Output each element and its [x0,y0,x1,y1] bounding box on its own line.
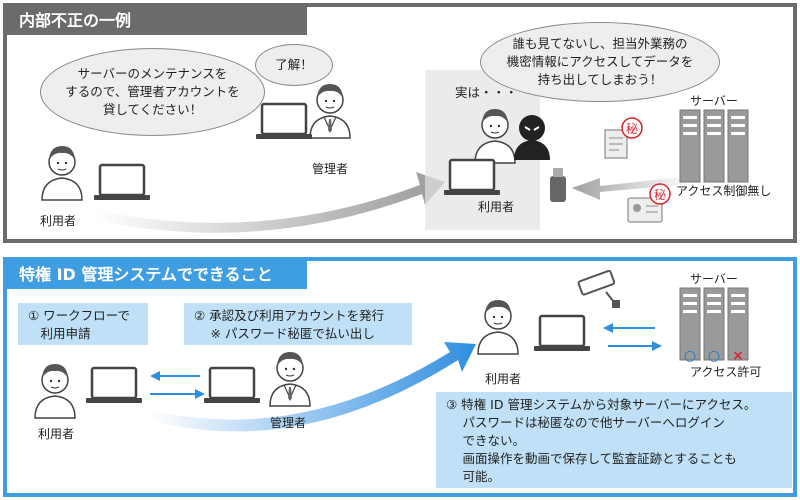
step-line: ③ 特権 ID 管理システムから対象サーバーにアクセス。 [446,397,757,412]
flow-arrow-blue [150,342,476,432]
document-icon [604,129,628,159]
flow-arrow-gray [95,172,445,233]
admin-label: 管理者 [312,162,349,176]
bubble-line: 機密情報にアクセスしてデータを [506,54,694,69]
admin-figure [269,351,311,407]
laptop-icon [92,163,152,202]
step-line: ① ワークフローで [28,308,130,323]
insider-threat-title: 内部不正の一例 [7,7,307,35]
deny-mark: × [732,348,744,364]
laptop-icon [442,158,502,197]
server-label: サーバー [690,94,738,108]
no-access-control-label: アクセス制御無し [676,184,772,198]
insider-thought-bubble: 誰も見てないし、担当外業務の 機密情報にアクセスしてデータを 持ち出してしまおう… [480,22,720,102]
allow-mark: ○ [708,348,720,364]
bubble-line: 貸してください！ [102,102,203,117]
admin-figure [309,83,351,139]
bubble-line: 誰も見てないし、担当外業務の [512,36,688,51]
step-line: ② 承認及び利用アカウントを発行 [194,308,385,323]
user-figure [41,145,83,201]
privileged-id-title: 特権 ID 管理システムでできること [7,261,307,289]
step-line: パスワードは秘匿なので他サーバーへログイン [446,415,725,430]
server-label: サーバー [690,272,738,286]
step-3-box: ③ 特権 ID 管理システムから対象サーバーにアクセス。 パスワードは秘匿なので… [436,392,792,488]
user-label: 利用者 [38,427,75,441]
secret-stamp [649,183,671,205]
server-icon [679,109,749,183]
insider-label: 利用者 [478,200,515,214]
camera-icon [577,269,620,308]
hacker-icon [514,115,550,160]
laptop-icon [202,366,262,405]
user-figure [34,363,76,419]
id-card-icon [627,197,663,223]
access-allowed-label: アクセス許可 [690,365,762,379]
secret-stamp-text: 秘 [626,122,638,136]
admin-label: 管理者 [270,416,307,430]
data-exfil-arrow [572,176,690,200]
secret-stamp-text: 秘 [654,188,666,202]
user-speech-bubble: サーバーのメンテナンスを するので、管理者アカウントを 貸してください！ [40,48,265,136]
laptop-icon [84,366,144,405]
bubble-line: するので、管理者アカウントを [65,84,240,99]
insider-aside: 実は・・・ [455,85,518,100]
usb-icon [550,168,566,202]
allow-mark: ○ [684,348,696,364]
step-line: できない。 [446,433,525,448]
bubble-line: サーバーのメンテナンスを [77,66,228,81]
step-2-box: ② 承認及び利用アカウントを発行 ※ パスワード秘匿で払い出し [184,303,412,345]
step-line: 可能。 [446,469,500,484]
laptop-icon [532,314,592,353]
bubble-line: 持ち出してしまおう！ [537,72,663,87]
user-figure [477,299,519,355]
secret-stamp [621,117,643,139]
step-line: ※ パスワード秘匿で払い出し [194,326,375,341]
step-line: 利用申請 [28,326,91,341]
user-label: 利用者 [40,214,77,228]
admin-speech-bubble: 了解！ [255,44,333,86]
step-1-box: ① ワークフローで 利用申請 [18,303,148,345]
laptop-icon [254,102,314,141]
step-line: 画面操作を動画で保存して監査証跡とすることも [446,451,737,466]
user-label: 利用者 [485,372,522,386]
